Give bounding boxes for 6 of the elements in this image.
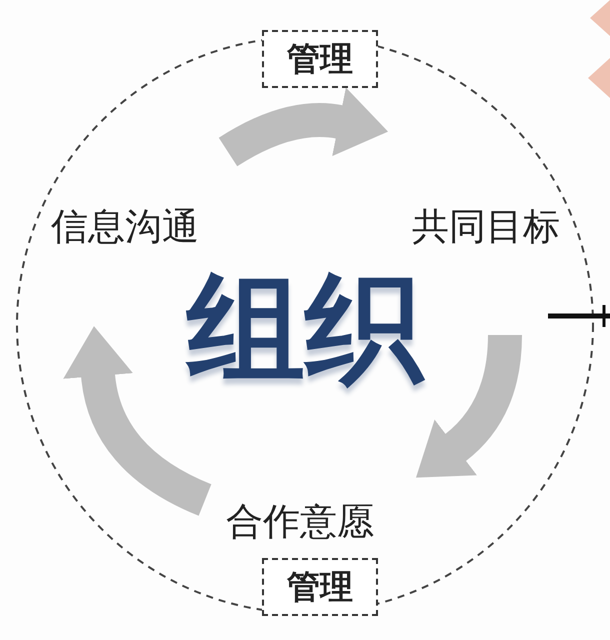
node-label: 合作意愿 (205, 497, 395, 547)
label-box: 管理 (262, 558, 378, 616)
node-label: 信息沟通 (30, 202, 220, 252)
label-box: 管理 (262, 30, 378, 88)
title-text: 组织 (180, 262, 430, 397)
node-label: 共同目标 (388, 202, 584, 252)
